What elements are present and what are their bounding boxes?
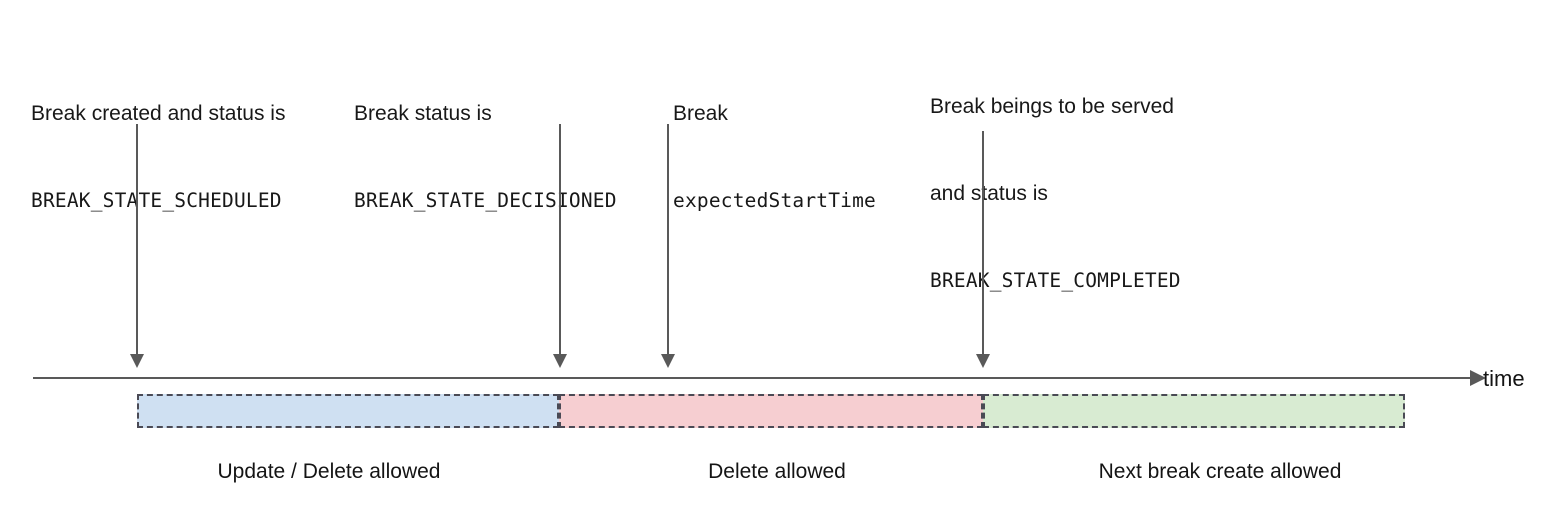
arrow-right-icon xyxy=(1470,370,1486,386)
marker-arrow-expected-start-time xyxy=(659,124,677,368)
annotation-scheduled: Break created and status is BREAK_STATE_… xyxy=(31,41,285,273)
annotation-line-code: BREAK_STATE_DECISIONED xyxy=(354,189,617,212)
arrow-stem xyxy=(667,124,669,355)
phase-bar-delete-only xyxy=(559,394,983,428)
arrow-down-icon xyxy=(553,354,567,368)
annotation-expected-start-time: Break expectedStartTime xyxy=(673,41,876,273)
time-axis-label: time xyxy=(1483,366,1525,391)
annotation-decisioned: Break status is BREAK_STATE_DECISIONED xyxy=(354,41,617,273)
arrow-down-icon xyxy=(976,354,990,368)
annotation-line-code: expectedStartTime xyxy=(673,189,876,212)
arrow-stem xyxy=(136,124,138,355)
marker-arrow-decisioned xyxy=(551,124,569,368)
annotation-line-code: BREAK_STATE_COMPLETED xyxy=(930,269,1181,292)
phase-caption-delete-only: Delete allowed xyxy=(708,460,846,483)
annotation-line: Break beings to be served xyxy=(930,95,1174,118)
annotation-line: Break created and status is xyxy=(31,102,286,125)
phase-bar-update-delete xyxy=(137,394,559,428)
annotation-line: Break status is xyxy=(354,102,492,125)
phase-caption-next-break-create: Next break create allowed xyxy=(1098,460,1342,483)
arrow-stem xyxy=(982,131,984,355)
arrow-down-icon xyxy=(661,354,675,368)
arrow-down-icon xyxy=(130,354,144,368)
marker-arrow-completed xyxy=(974,131,992,368)
annotation-line-code: BREAK_STATE_SCHEDULED xyxy=(31,189,282,212)
arrow-stem xyxy=(559,124,561,355)
phase-bar-next-break-create xyxy=(983,394,1405,428)
annotation-line: and status is xyxy=(930,182,1048,205)
time-axis-line xyxy=(33,377,1470,379)
marker-arrow-scheduled xyxy=(128,124,146,368)
annotation-completed: Break beings to be served and status is … xyxy=(930,34,1181,353)
phase-caption-update-delete: Update / Delete allowed xyxy=(217,460,441,483)
annotation-line: Break xyxy=(673,102,728,125)
